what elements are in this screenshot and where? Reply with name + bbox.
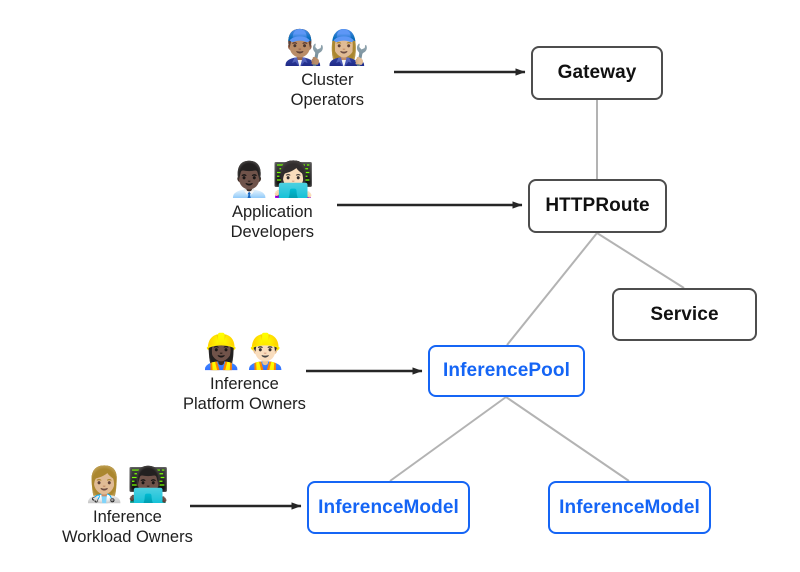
inference-platform-owners-label: Inference Platform Owners <box>183 375 306 413</box>
relation-inferencepool-to-inferencemodel-left <box>389 396 507 482</box>
application-developers-label: Application Developers <box>230 203 315 241</box>
node-httproute[interactable]: HTTPRoute <box>528 179 667 233</box>
inference-workload-owners-label: Inference Workload Owners <box>62 508 193 546</box>
node-gateway-label: Gateway <box>557 62 637 83</box>
cluster-operators-label: Cluster Operators <box>290 71 365 109</box>
node-inferencemodel-left-label: InferenceModel <box>318 496 459 518</box>
persona-inference-workload-owners: 👩🏼‍⚕️👨🏿‍💻 Inference Workload Owners <box>62 465 193 547</box>
cluster-operators-avatars: 👨🏽‍🔧👩🏼‍🔧 <box>283 28 372 68</box>
node-httproute-label: HTTPRoute <box>545 195 650 216</box>
inference-platform-owners-avatars: 👷🏿‍♀️👷🏻‍♂️ <box>200 332 289 372</box>
relation-httproute-to-inferencepool <box>506 232 598 346</box>
relation-inferencepool-to-inferencemodel-right <box>505 396 630 482</box>
node-inferencemodel-right-label: InferenceModel <box>559 496 700 518</box>
persona-cluster-operators: 👨🏽‍🔧👩🏼‍🔧 Cluster Operators <box>283 28 372 110</box>
node-inferencemodel-right[interactable]: InferenceModel <box>548 481 711 534</box>
node-inferencemodel-left[interactable]: InferenceModel <box>307 481 470 534</box>
persona-arrows <box>190 68 526 510</box>
node-inferencepool-label: InferencePool <box>443 360 570 381</box>
persona-inference-platform-owners: 👷🏿‍♀️👷🏻‍♂️ Inference Platform Owners <box>183 332 306 414</box>
relation-httproute-to-service <box>596 232 685 289</box>
node-inferencepool[interactable]: InferencePool <box>428 345 585 397</box>
node-service[interactable]: Service <box>612 288 757 341</box>
inference-workload-owners-avatars: 👩🏼‍⚕️👨🏿‍💻 <box>83 465 172 505</box>
node-gateway[interactable]: Gateway <box>531 46 663 100</box>
node-service-label: Service <box>650 303 719 325</box>
persona-application-developers: 👨🏿‍💼👩🏻‍💻 Application Developers <box>228 160 317 242</box>
application-developers-avatars: 👨🏿‍💼👩🏻‍💻 <box>228 160 317 200</box>
